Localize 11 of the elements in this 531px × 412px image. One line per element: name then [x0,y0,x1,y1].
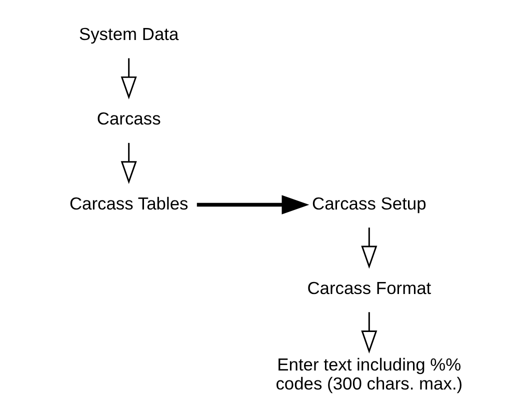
node-text: Carcass [96,108,161,129]
arrow [361,228,378,269]
node-text: Carcass Tables [69,193,188,214]
arrow [196,195,310,214]
arrow [120,58,137,100]
arrow [361,312,378,354]
node-text: Carcass Setup [312,193,426,214]
arrow [120,142,137,184]
node-text: Enter text including %% codes (300 chars. max.) [276,354,463,394]
node-text: System Data [78,24,179,44]
node-text: Carcass Format [307,278,432,298]
